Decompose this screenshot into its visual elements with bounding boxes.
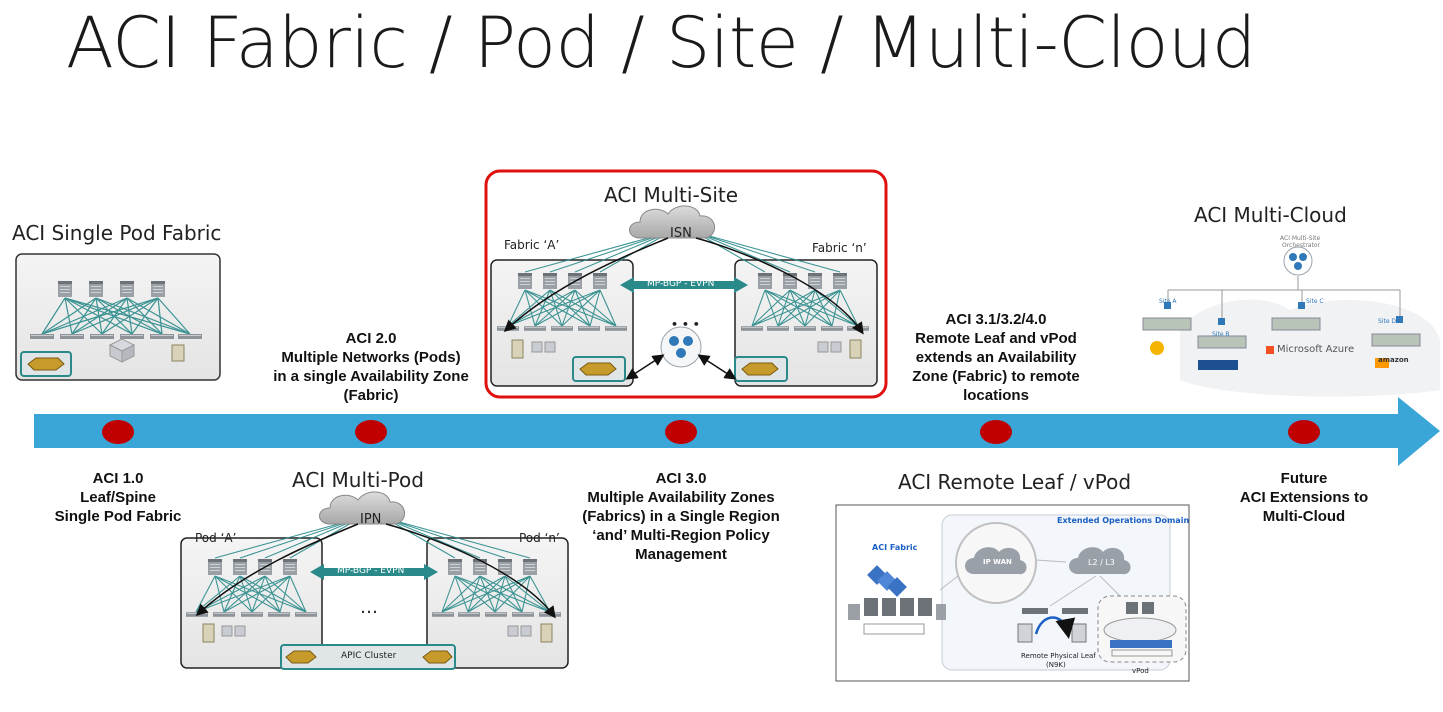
fabric-a-label: Fabric ‘A’ (504, 238, 560, 252)
milestone-4-line: Zone (Fabric) to remote (912, 368, 1080, 385)
milestone-dot-4 (980, 420, 1012, 444)
milestone-3-text: ACI 3.0 Multiple Availability Zones (Fab… (561, 469, 801, 564)
isn-label: ISN (670, 226, 692, 241)
orchestrator-label-1: ACI Multi-Site (1280, 235, 1321, 242)
single-pod-diagram (15, 253, 221, 381)
milestone-1-line: Single Pod Fabric (54, 508, 182, 525)
multi-site-diagram (484, 169, 888, 399)
remote-leaf-title: ACI Remote Leaf / vPod (898, 470, 1132, 494)
milestone-dot-2 (355, 420, 387, 444)
milestone-5-line: Future (1280, 470, 1328, 487)
milestone-3-line: Multiple Availability Zones (587, 489, 775, 506)
milestone-2-line: in a single Availability Zone (273, 368, 469, 385)
pod-a-label: Pod ‘A’ (195, 531, 237, 545)
milestone-5-text: Future ACI Extensions to Multi-Cloud (1214, 469, 1394, 526)
multi-pod-diagram (180, 491, 569, 670)
l2l3-label: L2 / L3 (1088, 558, 1115, 567)
ms-mpbgp-label: MP-BGP - EVPN (647, 279, 715, 289)
milestone-4-line: extends an Availability (915, 349, 1077, 366)
milestone-2-line: ACI 2.0 (345, 330, 397, 347)
orchestrator-dots: • • • (671, 318, 700, 331)
site-a-label: Site A (1159, 298, 1177, 305)
timeline-arrow (34, 397, 1440, 466)
multi-cloud-title: ACI Multi-Cloud (1194, 203, 1347, 227)
aci-fabric-label: ACI Fabric (872, 543, 918, 552)
multi-pod-title: ACI Multi-Pod (292, 468, 424, 492)
multi-site-title: ACI Multi-Site (604, 183, 739, 207)
milestone-3-line: ‘and’ Multi-Region Policy (592, 527, 770, 544)
remote-physical-leaf-label: Remote Physical Leaf (1021, 652, 1096, 660)
milestone-dot-1 (102, 420, 134, 444)
milestone-dot-3 (665, 420, 697, 444)
orchestrator-label-2: Orchestrator (1282, 242, 1320, 249)
milestone-4-line: Remote Leaf and vPod (915, 330, 1077, 347)
site-b-label: Site B (1212, 331, 1230, 338)
milestone-5-line: ACI Extensions to (1239, 489, 1369, 506)
site-c-label: Site C (1306, 298, 1324, 305)
ipn-label: IPN (360, 512, 382, 527)
page-title: ACI Fabric / Pod / Site / Multi-Cloud (66, 2, 1256, 84)
milestone-2-line: (Fabric) (343, 387, 399, 404)
remote-leaf-diagram (835, 504, 1190, 682)
milestone-3-line: Management (635, 546, 727, 563)
milestone-1-text: ACI 1.0 Leaf/Spine Single Pod Fabric (28, 469, 208, 526)
milestone-2-line: Multiple Networks (Pods) (281, 349, 461, 366)
milestone-dot-5 (1288, 420, 1320, 444)
ext-ops-domain-label: Extended Operations Domain (1057, 516, 1190, 525)
milestone-1-line: ACI 1.0 (92, 470, 144, 487)
milestone-4-line: ACI 3.1/3.2/4.0 (945, 311, 1047, 328)
site-d-label: Site D (1378, 318, 1397, 325)
fabric-n-label: Fabric ‘n’ (812, 241, 867, 255)
milestone-1-line: Leaf/Spine (80, 489, 156, 506)
milestone-5-line: Multi-Cloud (1262, 508, 1346, 525)
pod-n-label: Pod ‘n’ (519, 531, 560, 545)
multi-cloud-diagram (1142, 246, 1440, 397)
milestone-2-text: ACI 2.0 Multiple Networks (Pods) in a si… (251, 329, 491, 405)
pod-ellipsis: … (360, 597, 378, 618)
vpod-label: vPod (1132, 667, 1149, 675)
ipwan-label: IP WAN (983, 558, 1012, 566)
milestone-4-line: locations (963, 387, 1029, 404)
amazon-label: amazon (1378, 356, 1409, 364)
apic-cluster-label: APIC Cluster (341, 651, 397, 661)
milestone-3-line: (Fabrics) in a Single Region (582, 508, 780, 525)
mp-mpbgp-label: MP-BGP - EVPN (337, 566, 405, 576)
azure-label: Microsoft Azure (1277, 344, 1355, 355)
milestone-3-line: ACI 3.0 (655, 470, 707, 487)
single-pod-title: ACI Single Pod Fabric (12, 221, 222, 245)
milestone-4-text: ACI 3.1/3.2/4.0 Remote Leaf and vPod ext… (886, 310, 1106, 405)
n9k-label: (N9K) (1046, 661, 1066, 669)
